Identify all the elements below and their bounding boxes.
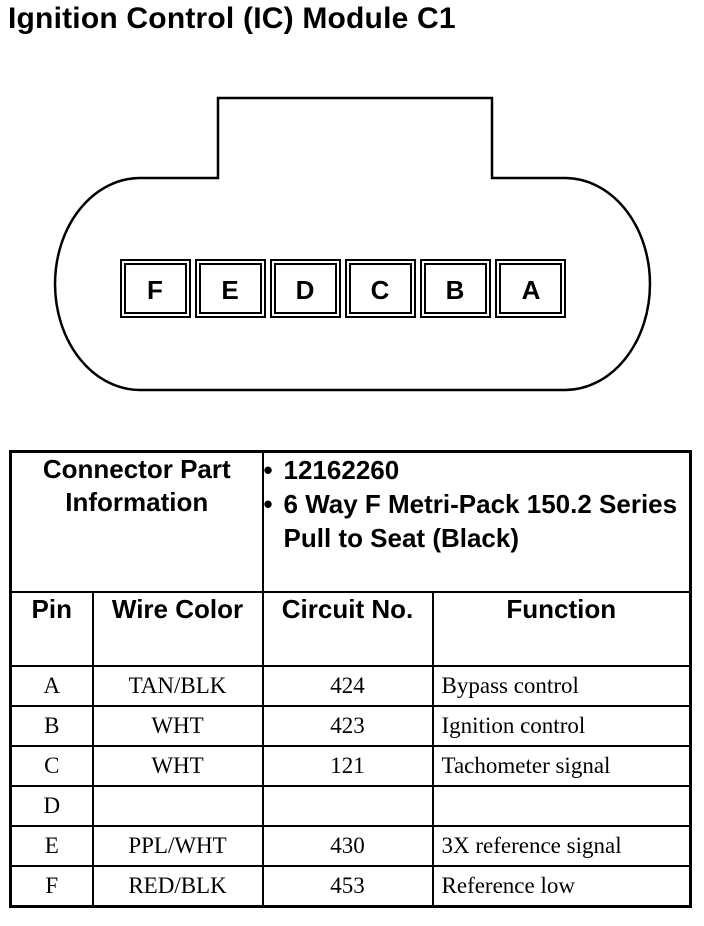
cell-function — [431, 785, 692, 827]
connector-info-table: Connector Part Information 12162260 6 Wa… — [9, 450, 693, 908]
connector-body-shape — [53, 96, 652, 392]
cell-circuit: 430 — [261, 825, 434, 867]
pin-label-F: F — [147, 275, 163, 305]
pin-label-A: A — [522, 275, 541, 305]
cell-function: Reference low — [431, 865, 692, 908]
cell-wire-color: RED/BLK — [91, 865, 264, 908]
cell-circuit: 121 — [261, 745, 434, 787]
cell-circuit: 424 — [261, 665, 434, 707]
cell-wire-color: WHT — [91, 705, 264, 747]
header-row: Pin Wire Color Circuit No. Function — [9, 591, 692, 667]
cell-pin: A — [9, 665, 94, 707]
table-row: F RED/BLK 453 Reference low — [9, 865, 692, 908]
pin-label-E: E — [221, 275, 238, 305]
cell-pin: C — [9, 745, 94, 787]
table-row: A TAN/BLK 424 Bypass control — [9, 665, 692, 707]
cell-circuit: 453 — [261, 865, 434, 908]
cell-circuit — [261, 785, 434, 827]
pin-label-D: D — [296, 275, 315, 305]
cell-circuit: 423 — [261, 705, 434, 747]
header-circuit-no: Circuit No. — [261, 591, 434, 667]
pin-cavity-C: C — [345, 259, 416, 318]
cell-function: Ignition control — [431, 705, 692, 747]
cell-function: Tachometer signal — [431, 745, 692, 787]
cell-wire-color: WHT — [91, 745, 264, 787]
part-info-list: 12162260 6 Way F Metri-Pack 150.2 Series… — [261, 450, 692, 593]
table-row: C WHT 121 Tachometer signal — [9, 745, 692, 787]
table-row: D — [9, 785, 692, 827]
part-number: 12162260 — [264, 453, 690, 487]
header-function: Function — [431, 591, 692, 667]
cell-pin: F — [9, 865, 94, 908]
pin-cavity-B: B — [420, 259, 491, 318]
cell-pin: E — [9, 825, 94, 867]
part-description: 6 Way F Metri-Pack 150.2 Series Pull to … — [264, 487, 690, 555]
header-pin: Pin — [9, 591, 94, 667]
part-info-row: Connector Part Information 12162260 6 Wa… — [9, 450, 692, 593]
table-row: B WHT 423 Ignition control — [9, 705, 692, 747]
cell-wire-color: TAN/BLK — [91, 665, 264, 707]
pin-cavity-A: A — [495, 259, 566, 318]
cell-function: Bypass control — [431, 665, 692, 707]
part-info-label: Connector Part Information — [9, 450, 264, 593]
table-row: E PPL/WHT 430 3X reference signal — [9, 825, 692, 867]
cell-wire-color — [91, 785, 264, 827]
diagram-title: Ignition Control (IC) Module C1 — [8, 2, 456, 35]
cell-pin: B — [9, 705, 94, 747]
cell-wire-color: PPL/WHT — [91, 825, 264, 867]
pin-cavity-E: E — [195, 259, 266, 318]
cell-pin: D — [9, 785, 94, 827]
pin-label-B: B — [446, 275, 465, 305]
pin-cavity-F: F — [120, 259, 191, 318]
pin-label-C: C — [371, 275, 390, 305]
pin-cavity-D: D — [270, 259, 341, 318]
cell-function: 3X reference signal — [431, 825, 692, 867]
header-wire-color: Wire Color — [91, 591, 264, 667]
connector-outline: F E D C B A — [53, 96, 652, 392]
